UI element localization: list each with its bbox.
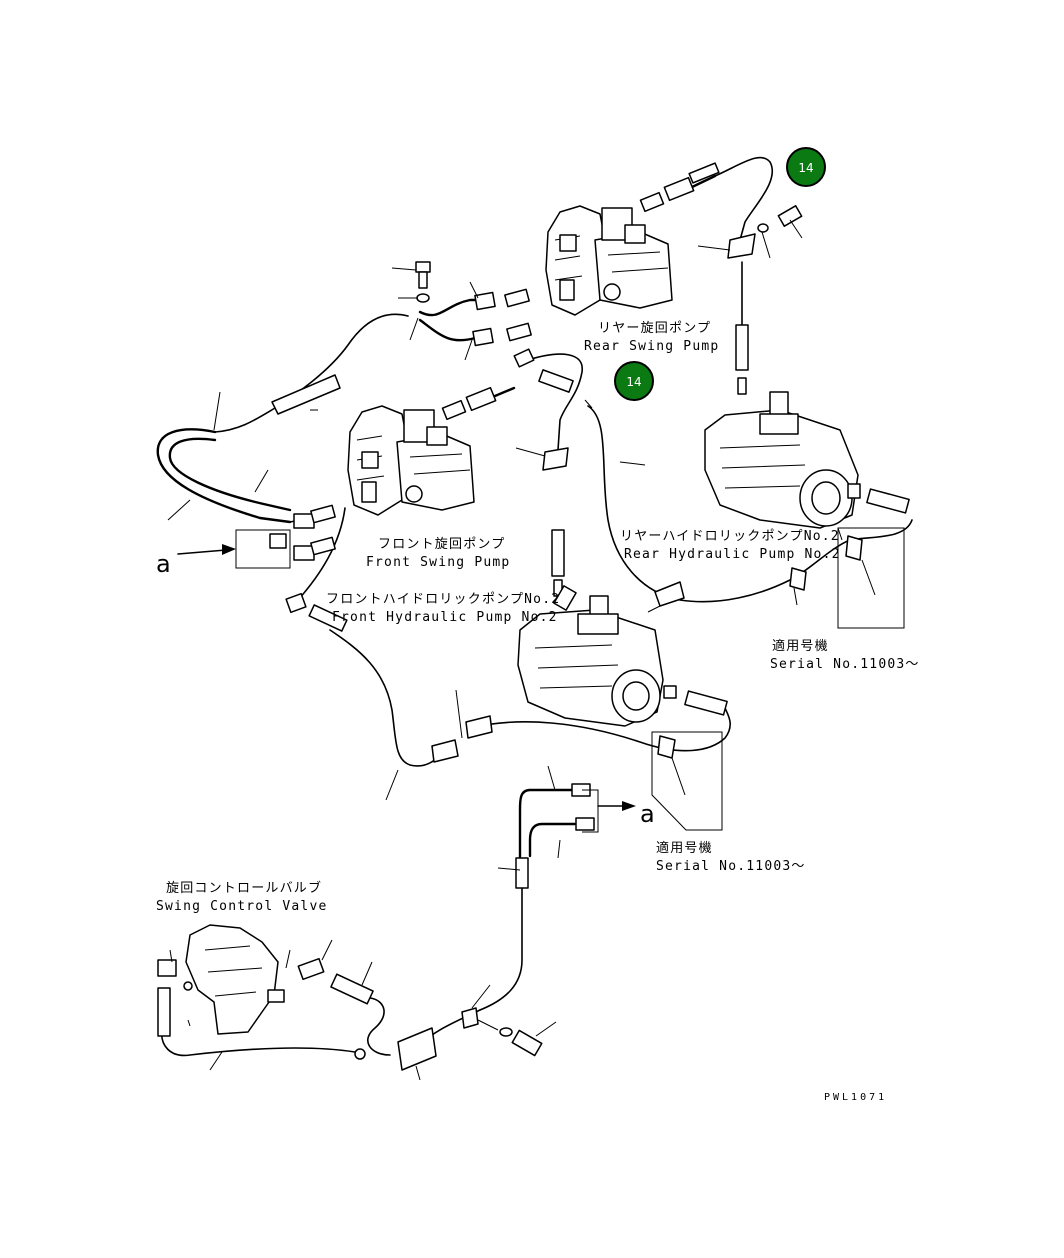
leader-lines (167, 219, 876, 1081)
reference-a-left: a (156, 529, 291, 578)
ref-a-left-text: a (156, 550, 171, 578)
callout-14-middle[interactable]: 14 (614, 361, 654, 401)
serial2-jp: 適用号機 (656, 840, 713, 856)
callout-14-middle-circle[interactable] (614, 361, 654, 401)
reference-a-right: a (582, 789, 655, 833)
ref-a-right-text: a (640, 800, 655, 828)
front-hydraulic-pump-no2 (517, 595, 664, 727)
rear-hydraulic-pump-en: Rear Hydraulic Pump No.2 (624, 547, 841, 562)
serial2-en: Serial No.11003～ (656, 859, 806, 874)
drawing-code: PWL1071 (824, 1092, 887, 1103)
rear-swing-pump-jp: リヤー旋回ポンプ (598, 321, 711, 336)
serial1-en: Serial No.11003～ (770, 657, 920, 672)
swing-valve-jp: 旋回コントロールバルブ (166, 880, 322, 896)
front-swing-pump (347, 405, 475, 516)
rear-hydraulic-pump-no2 (704, 391, 859, 529)
front-swing-pump-jp: フロント旋回ポンプ (378, 537, 505, 552)
front-swing-pump-en: Front Swing Pump (366, 555, 510, 570)
front-hydraulic-pump-jp: フロントハイドロリックポンプNo.2 (326, 592, 560, 607)
swing-valve-en: Swing Control Valve (156, 899, 328, 914)
detail-boxes (651, 527, 905, 831)
fittings (157, 162, 910, 1071)
rear-hydraulic-pump-jp: リヤーハイドロリックポンプNo.2 (620, 529, 840, 544)
rear-swing-pump-en: Rear Swing Pump (584, 339, 719, 354)
serial1-jp: 適用号機 (772, 638, 829, 654)
swing-control-valve (183, 924, 279, 1035)
callout-14-top-circle[interactable] (786, 147, 826, 187)
front-hydraulic-pump-en: Front Hydraulic Pump No.2 (332, 610, 558, 625)
callout-14-top[interactable]: 14 (786, 147, 826, 187)
rear-swing-pump (545, 205, 673, 316)
